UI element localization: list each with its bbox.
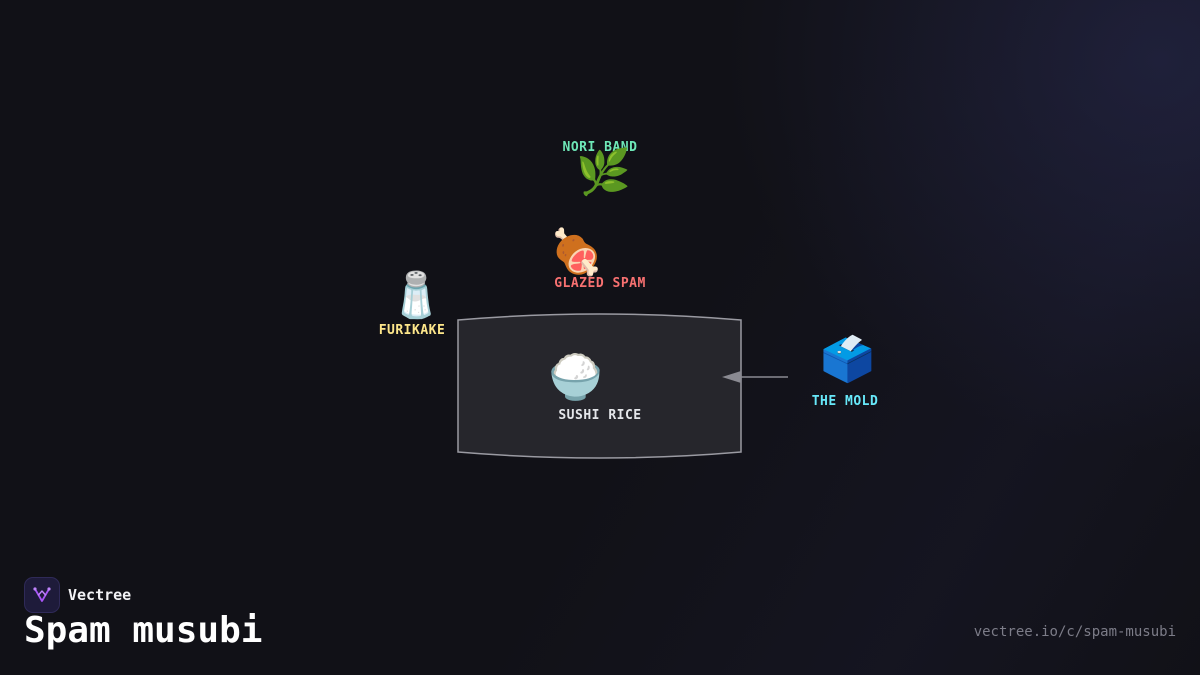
node-furikake-label: FURIKAKE: [378, 323, 446, 338]
brand[interactable]: Vectree: [24, 577, 131, 613]
cooked-rice-icon: 🍚: [548, 352, 603, 403]
salt-shaker-icon: 🧂: [389, 270, 444, 321]
page-title: Spam musubi: [24, 610, 263, 651]
node-glazed-spam-label: GLAZED SPAM: [554, 276, 646, 291]
meat-on-bone-icon: 🍖: [549, 227, 604, 278]
node-the-mold-label: THE MOLD: [811, 394, 879, 409]
vectree-logo-icon: [24, 577, 60, 613]
sushi-rice-container: [457, 313, 742, 459]
mold-to-rice-arrowhead: [722, 371, 741, 383]
page-url[interactable]: vectree.io/c/spam-musubi: [973, 624, 1176, 640]
node-sushi-rice-label: SUSHI RICE: [558, 408, 642, 423]
brand-name: Vectree: [68, 586, 132, 604]
ballot-box-icon: 🗳️: [820, 334, 875, 385]
node-nori-band-label: NORI BAND: [562, 140, 638, 155]
herb-icon: 🌿: [576, 147, 631, 198]
